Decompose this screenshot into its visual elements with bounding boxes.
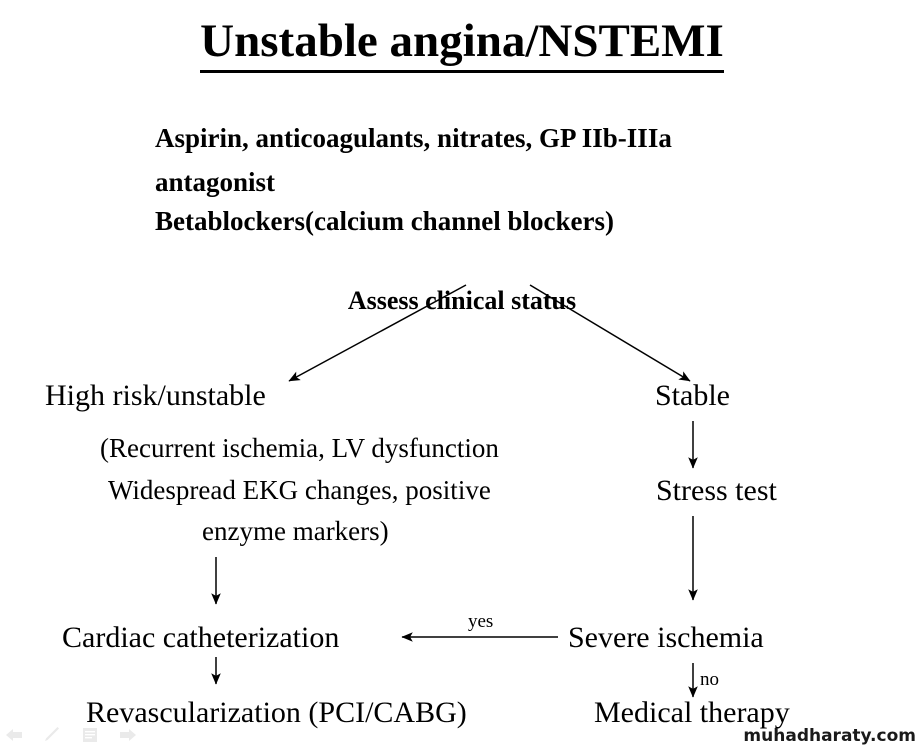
therapy-line-1: Aspirin, anticoagulants, nitrates, GP II… (155, 123, 672, 153)
node-stress-test: Stress test (656, 474, 777, 507)
edge-label-yes: yes (468, 611, 494, 632)
high-risk-detail-1: (Recurrent ischemia, LV dysfunction (100, 433, 499, 463)
therapy-line-2: antagonist (155, 167, 276, 197)
node-assess-clinical-status: Assess clinical status (347, 286, 577, 315)
back-arrow-icon[interactable] (4, 726, 24, 744)
high-risk-detail-3: enzyme markers) (202, 516, 389, 546)
node-revascularization: Revascularization (PCI/CABG) (86, 696, 467, 729)
high-risk-detail-2: Widespread EKG changes, positive (108, 475, 491, 505)
node-cardiac-catheterization: Cardiac catheterization (62, 621, 340, 654)
forward-arrow-icon[interactable] (118, 726, 138, 744)
node-stable: Stable (655, 379, 730, 412)
page-title: Unstable angina/NSTEMI (0, 15, 924, 73)
list-icon[interactable] (80, 726, 100, 744)
edge-label-no: no (700, 669, 719, 690)
page-title-text: Unstable angina/NSTEMI (200, 15, 724, 73)
therapy-line-3: Betablockers(calcium channel blockers) (155, 206, 614, 236)
pen-icon[interactable] (42, 726, 62, 744)
node-medical-therapy: Medical therapy (594, 696, 790, 729)
overlay-toolbar (4, 726, 138, 744)
node-severe-ischemia: Severe ischemia (568, 621, 764, 654)
node-high-risk-unstable: High risk/unstable (45, 379, 266, 412)
watermark: muhadharaty.com (743, 726, 916, 746)
